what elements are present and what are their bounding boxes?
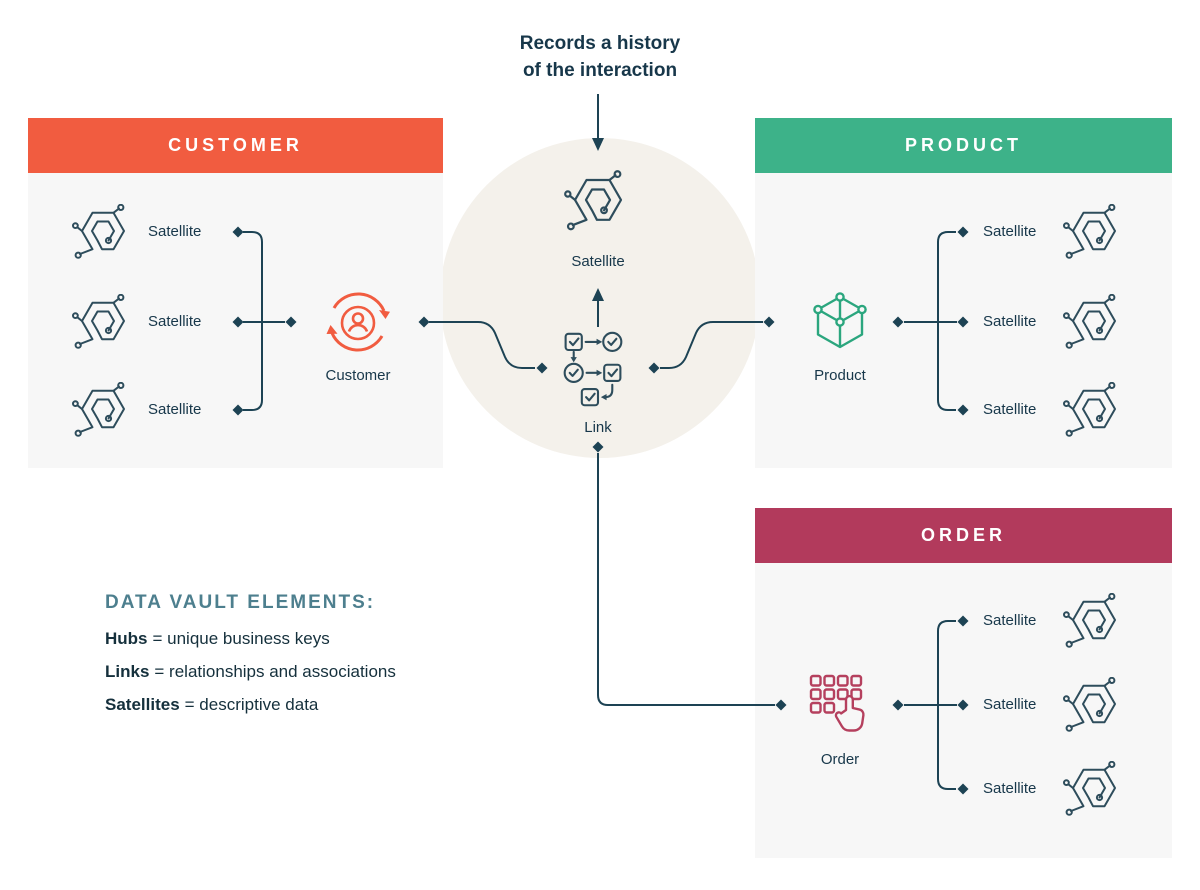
center-satellite-label: Satellite (571, 253, 625, 270)
customer-hub-label: Customer (325, 367, 391, 384)
legend-links-term: Links (105, 662, 150, 681)
product-satellite-1-label: Satellite (983, 223, 1037, 240)
order-satellite-1-icon (1062, 593, 1126, 649)
order-satellite-3-icon (1062, 761, 1126, 817)
product-satellite-2-label: Satellite (983, 313, 1037, 330)
product-satellite-2-icon (1062, 294, 1126, 350)
annotation-line1: Records a history (519, 33, 681, 54)
order-satellite-2-label: Satellite (983, 696, 1037, 713)
product-satellite-3-label: Satellite (983, 401, 1037, 418)
product-hub-label: Product (814, 367, 866, 384)
customer-panel-title: CUSTOMER (168, 135, 303, 155)
link-label: Link (584, 419, 612, 436)
center-satellite-icon (563, 170, 633, 232)
customer-panel-header: CUSTOMER (28, 118, 443, 173)
order-hub-label: Order (820, 751, 860, 768)
legend-links-definition: = relationships and associations (154, 662, 396, 681)
legend-title: DATA VAULT ELEMENTS: (105, 592, 376, 613)
order-satellite-1-label: Satellite (983, 612, 1037, 629)
order-panel-header: ORDER (755, 508, 1172, 563)
customer-satellite-3-icon (71, 382, 135, 438)
order-hub-icon (804, 669, 876, 741)
customer-satellite-2-icon (71, 294, 135, 350)
annotation-line2: of the interaction (522, 60, 678, 81)
annotation: Records a history of the interaction (430, 30, 770, 84)
customer-satellite-1-label: Satellite (148, 223, 202, 240)
product-satellite-3-icon (1062, 382, 1126, 438)
customer-satellite-3-label: Satellite (148, 401, 202, 418)
customer-hub-icon (322, 286, 394, 358)
product-panel-header: PRODUCT (755, 118, 1172, 173)
customer-satellite-2-label: Satellite (148, 313, 202, 330)
legend-hubs-term: Hubs (105, 629, 148, 648)
legend-hubs-definition: = unique business keys (152, 629, 330, 648)
customer-satellite-1-icon (71, 204, 135, 260)
product-panel-title: PRODUCT (905, 135, 1022, 155)
legend-satellites-term: Satellites (105, 695, 180, 714)
legend-item-satellites: Satellites= descriptive data (105, 695, 396, 715)
legend-item-links: Links= relationships and associations (105, 662, 396, 682)
legend-satellites-definition: = descriptive data (184, 695, 319, 714)
order-satellite-2-icon (1062, 677, 1126, 733)
legend-item-hubs: Hubs= unique business keys (105, 629, 396, 649)
link-icon (556, 330, 640, 410)
order-satellite-3-label: Satellite (983, 780, 1037, 797)
product-hub-icon (804, 286, 876, 358)
legend: DATA VAULT ELEMENTS: Hubs= unique busine… (105, 592, 396, 728)
product-satellite-1-icon (1062, 204, 1126, 260)
order-panel-title: ORDER (920, 525, 1006, 545)
